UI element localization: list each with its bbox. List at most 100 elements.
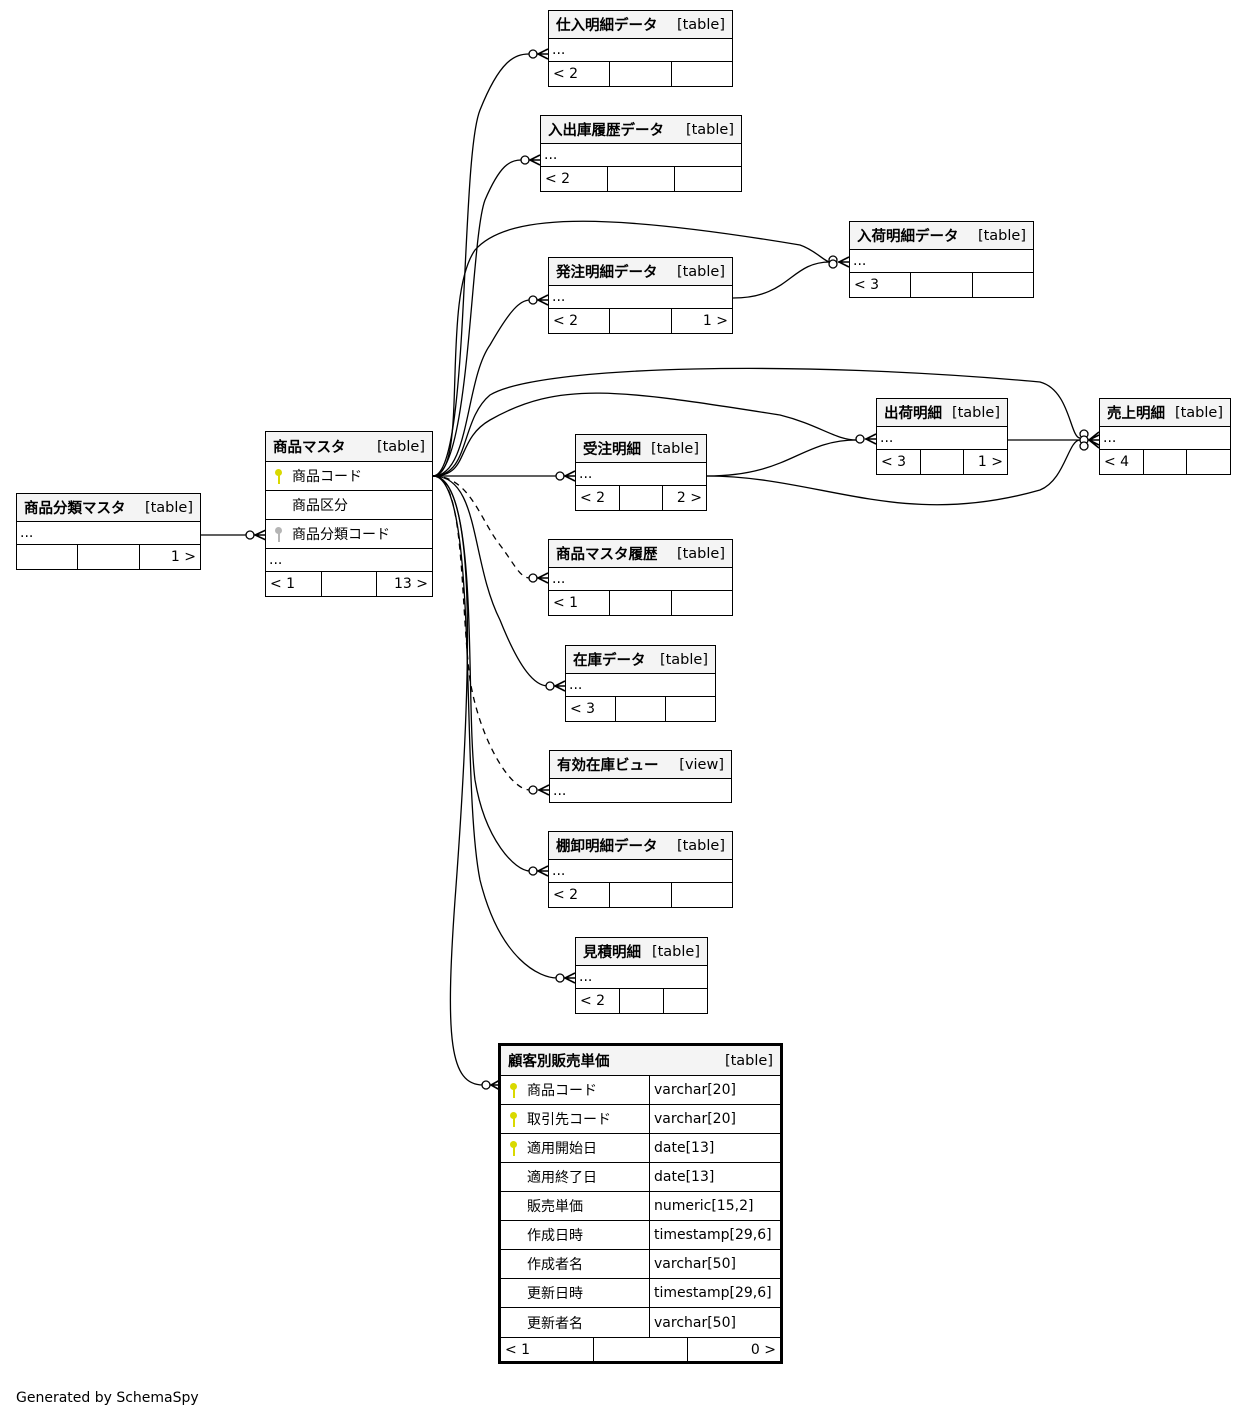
table-quote-detail[interactable]: 見積明細[table] ... < 2 bbox=[575, 937, 708, 1014]
table-received-order-detail[interactable]: 受注明細[table] ... < 2 2 > bbox=[575, 434, 707, 511]
foreign-key-icon bbox=[272, 525, 286, 543]
table-header: 有効在庫ビュー[view] bbox=[550, 751, 731, 779]
column-type: timestamp[29,6] bbox=[649, 1279, 780, 1307]
cardinality-zero-icon bbox=[528, 785, 538, 795]
table-footer: 1 > bbox=[17, 545, 200, 569]
column-name-cell: 作成者名 bbox=[501, 1250, 649, 1278]
crowfoot-icon bbox=[528, 154, 541, 166]
children-count: 2 > bbox=[676, 490, 703, 506]
edge-received-to-shipment bbox=[706, 439, 858, 477]
primary-key-icon bbox=[507, 1110, 521, 1128]
parents-count: < 2 bbox=[541, 167, 608, 191]
table-name: 棚卸明細データ bbox=[556, 839, 658, 855]
view-effective-inventory[interactable]: 有効在庫ビュー[view] ... bbox=[549, 750, 732, 803]
column-type: varchar[20] bbox=[649, 1076, 780, 1104]
columns-ellipsis: ... bbox=[850, 250, 1033, 273]
column-type: numeric[15,2] bbox=[649, 1192, 780, 1220]
crowfoot-icon bbox=[563, 470, 576, 482]
columns-count bbox=[620, 486, 664, 510]
columns-count bbox=[610, 883, 672, 907]
table-kind: [table] bbox=[676, 545, 725, 562]
table-header: 出荷明細[table] bbox=[877, 399, 1007, 427]
columns-ellipsis: ... bbox=[549, 568, 732, 591]
crowfoot-icon bbox=[553, 680, 566, 692]
table-kind: [table] bbox=[651, 943, 700, 960]
column-name-cell: 商品コード bbox=[501, 1076, 649, 1104]
table-stocktake-detail[interactable]: 棚卸明細データ[table] ... < 2 bbox=[548, 831, 733, 908]
children-count bbox=[973, 273, 1033, 297]
table-name: 売上明細 bbox=[1107, 406, 1165, 422]
children-count: 0 > bbox=[750, 1341, 776, 1358]
parents-count: < 1 bbox=[549, 591, 611, 615]
edge-product-to-arrival bbox=[432, 220, 831, 477]
table-stock-history[interactable]: 入出庫履歴データ[table] ... < 2 bbox=[540, 115, 742, 192]
column-name: 作成日時 bbox=[527, 1228, 583, 1244]
table-header: 仕入明細データ[table] bbox=[549, 11, 732, 39]
table-footer: < 2 2 > bbox=[576, 486, 706, 510]
column-row[interactable]: 商品区分 bbox=[266, 491, 432, 520]
parents-count: < 2 bbox=[576, 486, 620, 510]
crowfoot-icon bbox=[536, 865, 549, 877]
table-kind: [table] bbox=[724, 1052, 773, 1069]
table-header: 受注明細[table] bbox=[576, 435, 706, 463]
table-header: 商品マスタ [table] bbox=[266, 432, 432, 462]
column-row[interactable]: 更新日時 timestamp[29,6] bbox=[501, 1279, 780, 1308]
table-product-master-history[interactable]: 商品マスタ履歴[table] ... < 1 bbox=[548, 539, 733, 616]
table-header: 顧客別販売単価 [table] bbox=[501, 1046, 780, 1076]
table-kind: [table] bbox=[977, 227, 1026, 244]
table-arrival-detail[interactable]: 入荷明細データ[table] ... < 3 bbox=[849, 221, 1034, 298]
cardinality-zero-icon bbox=[520, 155, 530, 165]
cardinality-zero-icon bbox=[555, 471, 565, 481]
table-product-master[interactable]: 商品マスタ [table] 商品コード 商品区分 商品分類コード ... < 1… bbox=[265, 431, 433, 597]
table-sales-detail[interactable]: 売上明細[table] ... < 4 bbox=[1099, 398, 1231, 475]
column-row[interactable]: 商品コード bbox=[266, 462, 432, 491]
table-inventory[interactable]: 在庫データ[table] ... < 3 bbox=[565, 645, 716, 722]
edge-product-to-inventory bbox=[432, 475, 549, 687]
parents-count: < 4 bbox=[1100, 450, 1144, 474]
children-count bbox=[666, 697, 715, 721]
columns-ellipsis: ... bbox=[576, 463, 706, 486]
columns-ellipsis: ... bbox=[576, 966, 707, 989]
table-purchase-detail[interactable]: 仕入明細データ[table] ... < 2 bbox=[548, 10, 733, 87]
table-name: 商品マスタ bbox=[273, 440, 346, 456]
table-header: 入出庫履歴データ[table] bbox=[541, 116, 741, 144]
columns-count bbox=[78, 545, 140, 569]
columns-ellipsis: ... bbox=[566, 674, 715, 697]
table-kind: [table] bbox=[144, 499, 193, 516]
column-name-cell: 適用終了日 bbox=[501, 1163, 649, 1191]
table-kind: [table] bbox=[685, 121, 734, 138]
column-name-cell: 更新者名 bbox=[501, 1308, 649, 1337]
children-count: 13 > bbox=[394, 576, 429, 592]
column-row[interactable]: 商品分類コード bbox=[266, 520, 432, 549]
column-type: varchar[50] bbox=[649, 1308, 780, 1337]
edge-product-to-order bbox=[432, 299, 531, 477]
table-kind: [table] bbox=[659, 651, 708, 668]
primary-key-icon bbox=[507, 1081, 521, 1099]
table-name: 入荷明細データ bbox=[857, 229, 959, 245]
primary-key-icon bbox=[507, 1139, 521, 1157]
cardinality-zero-icon bbox=[245, 530, 255, 540]
column-type: date[13] bbox=[649, 1134, 780, 1162]
cardinality-zero-icon bbox=[481, 1080, 491, 1090]
column-name: 更新日時 bbox=[527, 1286, 583, 1302]
edge-product-to-quote bbox=[432, 475, 558, 979]
columns-ellipsis: ... bbox=[553, 782, 567, 799]
table-kind: [table] bbox=[376, 438, 425, 455]
generated-by-note: Generated by SchemaSpy bbox=[16, 1390, 199, 1406]
table-category-master[interactable]: 商品分類マスタ [table] ... 1 > bbox=[16, 493, 201, 570]
parents-count bbox=[17, 545, 79, 569]
columns-ellipsis: ... bbox=[541, 144, 741, 167]
table-header: 見積明細[table] bbox=[576, 938, 707, 966]
table-footer: < 2 bbox=[549, 62, 732, 86]
